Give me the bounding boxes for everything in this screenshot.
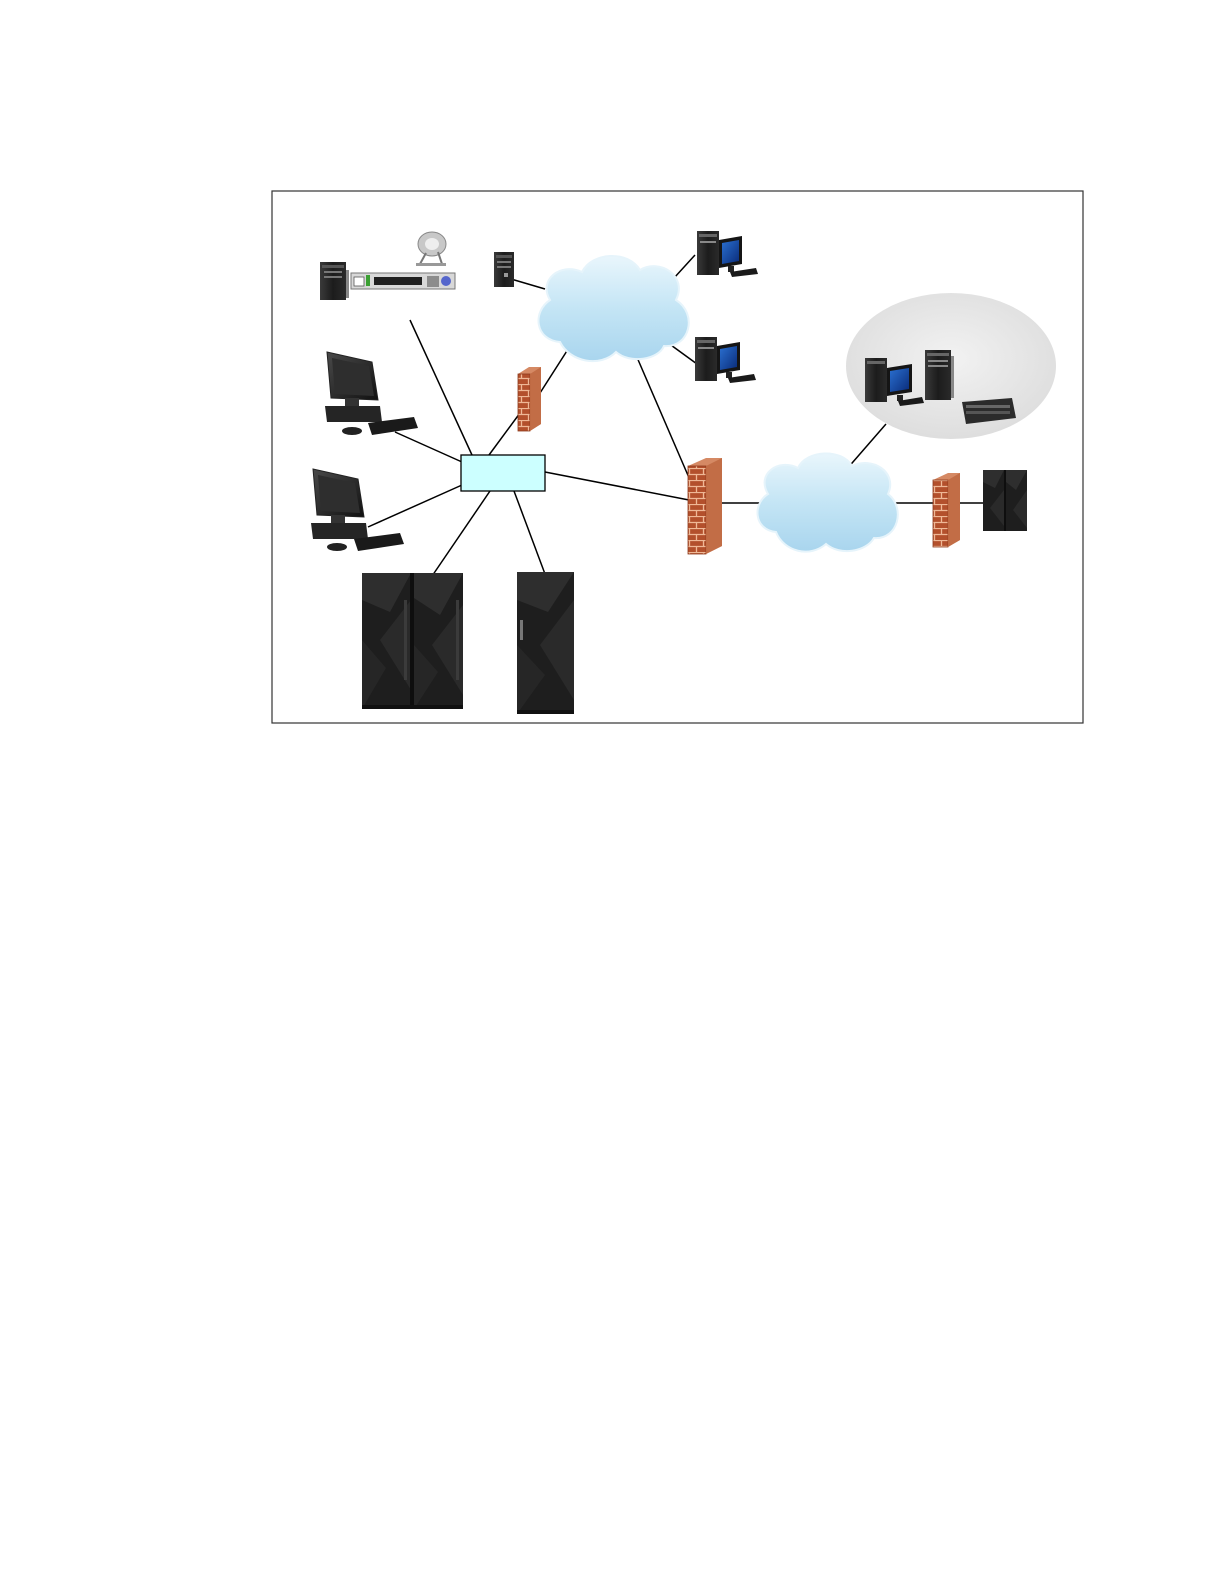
firewall-icon-middle <box>688 458 722 554</box>
server-group-icon <box>846 293 1056 439</box>
cloud-icon-lower <box>758 453 898 551</box>
cloud-icon-top <box>539 256 689 361</box>
firewall-icon-top <box>518 367 541 431</box>
mainframe-small-icon <box>983 470 1027 531</box>
hub-box <box>461 455 545 491</box>
firewall-icon-right <box>933 473 960 547</box>
mainframe-dual-frame-icon <box>362 573 463 709</box>
mainframe-single-frame-icon <box>517 572 574 714</box>
tower-server-icon <box>494 252 514 287</box>
